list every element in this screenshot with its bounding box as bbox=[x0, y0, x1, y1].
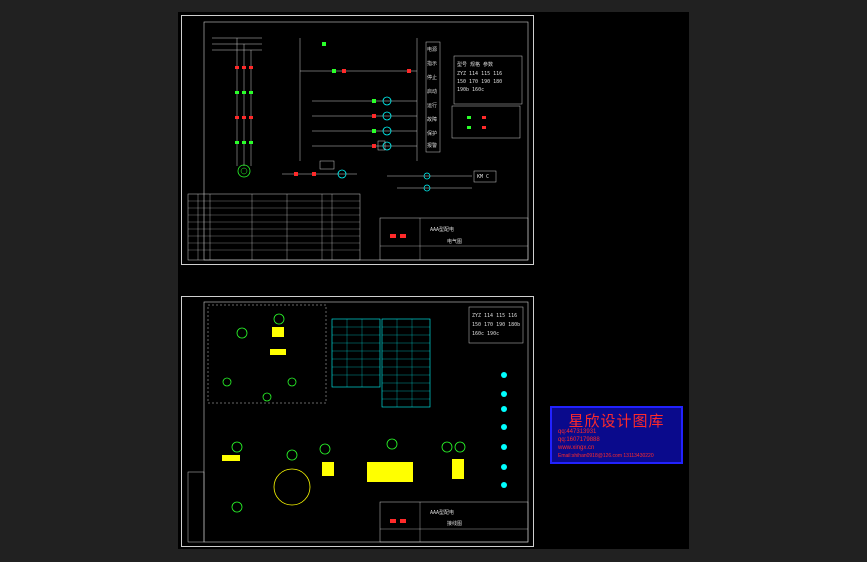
relay-label: KM C bbox=[477, 174, 490, 180]
watermark-title: 星欣设计图库 bbox=[568, 412, 665, 430]
side-label-7: 保护 bbox=[427, 131, 438, 137]
watermark-line-2: qq:1607179888 bbox=[558, 437, 600, 443]
spec-line-1: 型号 规格 参数 bbox=[457, 62, 494, 68]
spec-line-4: 190b 160c bbox=[457, 87, 485, 93]
title-block-label-bottom: AAA型配电 bbox=[430, 510, 455, 516]
watermark-line-4: Email:shihan0918@126.com 13113430220 bbox=[558, 453, 654, 459]
side-label-3: 停止 bbox=[427, 75, 438, 81]
side-label-2: 指示 bbox=[427, 61, 438, 67]
spec-bottom-line-3: 160c 190c bbox=[472, 331, 500, 337]
side-label-1: 电源 bbox=[427, 47, 438, 53]
spec-bottom-line-2: 150 170 190 180b bbox=[472, 322, 521, 328]
watermark-line-3: www.xingx.cn bbox=[558, 445, 595, 451]
title-block-sub-top: 电气图 bbox=[447, 239, 463, 245]
spec-line-3: 150 170 190 180 bbox=[457, 79, 503, 85]
schematic-drawing-top bbox=[187, 21, 529, 261]
side-label-4: 启动 bbox=[427, 89, 438, 95]
drawing-canvas[interactable]: AAA型配电 电气图 型号 规格 参数 ZYZ 114 115 116 150 … bbox=[178, 12, 689, 549]
spec-bottom-line-1: ZYZ 114 115 116 bbox=[472, 313, 518, 319]
schematic-drawing-bottom bbox=[187, 301, 529, 543]
title-block-sub-bottom: 接线图 bbox=[447, 521, 463, 527]
side-label-6: 故障 bbox=[427, 117, 438, 123]
watermark-line-1: qq:447313931 bbox=[558, 429, 597, 435]
watermark-box: 星欣设计图库 qq:447313931 qq:1607179888 www.xi… bbox=[550, 406, 683, 464]
spec-line-2: ZYZ 114 115 116 bbox=[457, 71, 503, 77]
side-label-8: 报警 bbox=[427, 143, 438, 149]
side-label-5: 运行 bbox=[427, 103, 438, 109]
schematic-sheet-top[interactable]: AAA型配电 电气图 型号 规格 参数 ZYZ 114 115 116 150 … bbox=[181, 15, 534, 265]
title-block-label-top: AAA型配电 bbox=[430, 227, 455, 233]
schematic-sheet-bottom[interactable]: AAA型配电 接线图 ZYZ 114 115 116 150 170 190 1… bbox=[181, 296, 534, 547]
